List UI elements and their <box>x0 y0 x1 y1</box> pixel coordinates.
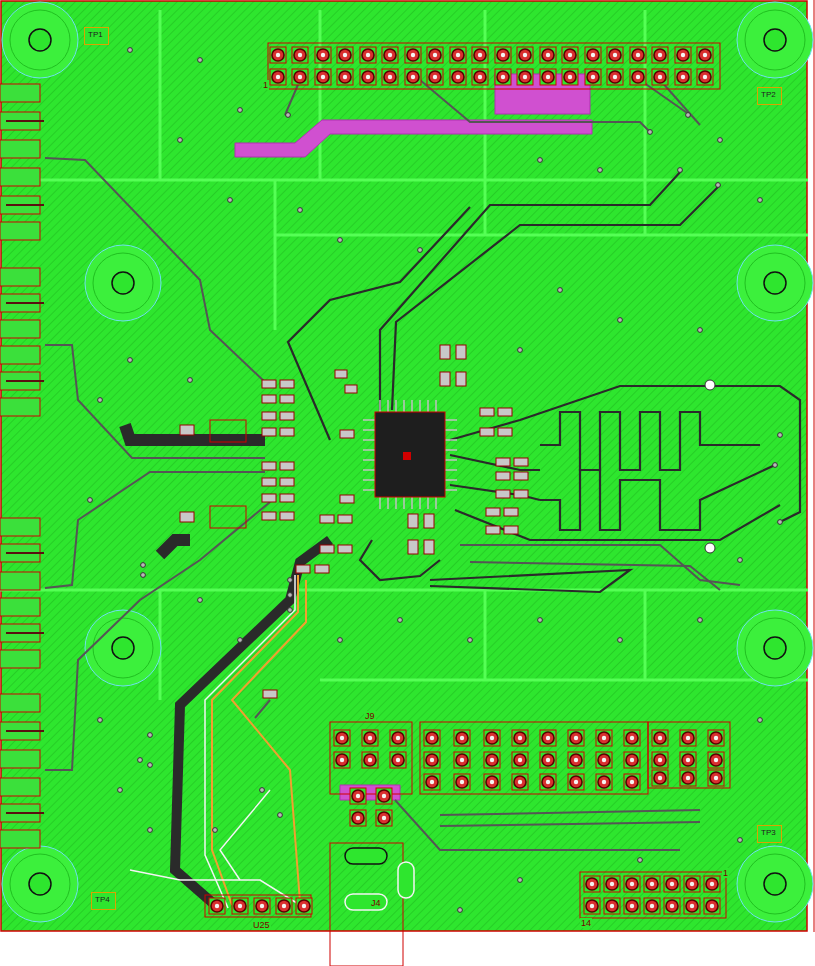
traces-white <box>130 575 300 908</box>
header-middle <box>330 722 730 826</box>
header-bottom-right <box>580 872 726 918</box>
traces-dark <box>288 170 800 592</box>
board-edge <box>814 0 815 932</box>
ic-chip <box>363 400 457 509</box>
test-point: TP4 <box>91 892 116 910</box>
edge-connector-pads <box>0 84 40 848</box>
header-top <box>268 43 720 89</box>
regulator-u25 <box>205 895 312 917</box>
power-trace <box>175 540 330 905</box>
part-label: U25 <box>252 920 271 930</box>
part-label: 1 <box>262 80 269 90</box>
smd-parts <box>180 345 528 698</box>
test-point: TP3 <box>757 825 782 843</box>
part-label: 1 <box>722 868 729 878</box>
vias <box>88 48 783 913</box>
plane-splits <box>0 10 808 700</box>
inductor-outlines <box>210 420 246 528</box>
edge-stubs <box>6 121 44 813</box>
test-point-label: TP3 <box>761 828 778 838</box>
board-outline <box>1 1 807 931</box>
test-point: TP2 <box>757 87 782 105</box>
part-label: J4 <box>370 898 382 908</box>
test-point-label: TP2 <box>761 90 778 100</box>
fiducial <box>705 543 715 553</box>
fiducial <box>705 380 715 390</box>
test-point-label: TP4 <box>95 895 112 905</box>
traces-orange <box>212 575 306 905</box>
traces <box>45 80 740 850</box>
part-label: 14 <box>580 918 592 928</box>
test-point-label: TP1 <box>88 30 105 40</box>
power-trace <box>160 540 190 555</box>
mounting-holes <box>2 2 813 922</box>
test-point: TP1 <box>84 27 109 45</box>
copper-magenta <box>235 74 592 800</box>
connector-j4 <box>330 843 414 966</box>
power-trace <box>125 425 265 440</box>
part-label: J9 <box>364 711 376 721</box>
